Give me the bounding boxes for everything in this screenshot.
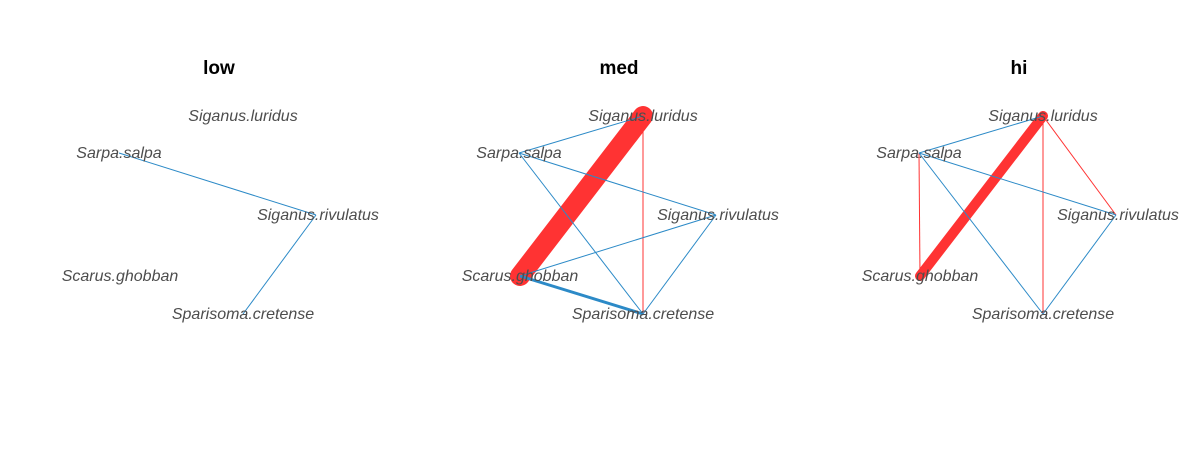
panel-title: med xyxy=(599,58,638,79)
node-label: Sparisoma.cretense xyxy=(572,306,714,323)
panel-low: low Siganus.luridusSarpa.salpaSiganus.ri… xyxy=(62,58,379,323)
panel-title: hi xyxy=(1011,58,1028,79)
edge-positive-7 xyxy=(1042,214,1117,315)
node-label: Siganus.rivulatus xyxy=(657,207,779,224)
node-label: Siganus.rivulatus xyxy=(257,207,379,224)
node-label-layer: Siganus.luridusSarpa.salpaSiganus.rivula… xyxy=(62,108,379,323)
edge-negative-2 xyxy=(1042,115,1117,216)
edge-layer xyxy=(510,106,717,316)
node-label-layer: Siganus.luridusSarpa.salpaSiganus.rivula… xyxy=(862,108,1179,323)
panel-title: low xyxy=(203,58,235,79)
edge-positive-3 xyxy=(518,152,717,216)
node-label: Siganus.luridus xyxy=(588,108,697,125)
edge-positive-1 xyxy=(242,214,317,315)
edge-layer xyxy=(118,152,317,315)
node-label: Sparisoma.cretense xyxy=(172,306,314,323)
node-label: Scarus.ghobban xyxy=(462,268,579,285)
edge-negative-0 xyxy=(510,106,653,286)
node-label: Sarpa.salpa xyxy=(476,145,561,162)
edge-positive-5 xyxy=(918,152,1117,216)
edge-positive-6 xyxy=(642,214,717,315)
node-label: Siganus.rivulatus xyxy=(1057,207,1179,224)
node-label: Siganus.luridus xyxy=(188,108,297,125)
edge-layer xyxy=(915,111,1117,315)
edge-positive-6 xyxy=(918,152,1044,315)
edge-negative-0 xyxy=(915,111,1048,281)
node-label: Sarpa.salpa xyxy=(76,145,161,162)
node-label: Scarus.ghobban xyxy=(862,268,979,285)
node-label: Siganus.luridus xyxy=(988,108,1097,125)
edge-positive-2 xyxy=(518,115,644,154)
edge-positive-4 xyxy=(518,152,644,315)
edge-positive-0 xyxy=(118,152,317,216)
node-label-layer: Siganus.luridusSarpa.salpaSiganus.rivula… xyxy=(462,108,779,323)
edge-negative-3 xyxy=(918,152,921,277)
node-label: Sparisoma.cretense xyxy=(972,306,1114,323)
panel-hi: hi Siganus.luridusSarpa.salpaSiganus.riv… xyxy=(862,58,1179,323)
panel-med: med Siganus.luridusSarpa.salpaSiganus.ri… xyxy=(462,58,779,323)
node-label: Scarus.ghobban xyxy=(62,268,179,285)
node-label: Sarpa.salpa xyxy=(876,145,961,162)
edge-positive-7 xyxy=(519,274,644,316)
edge-positive-4 xyxy=(918,115,1044,154)
edge-positive-5 xyxy=(519,214,717,277)
